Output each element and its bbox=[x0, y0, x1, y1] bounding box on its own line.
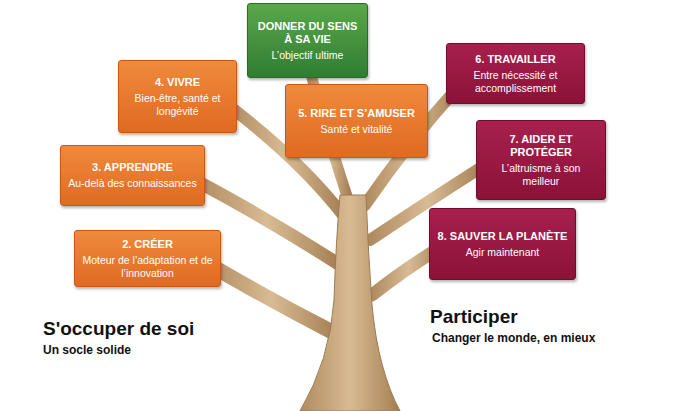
participate-box: 8. SAUVER LA PLANÈTE Agir maintenant bbox=[429, 208, 576, 280]
box-heading: 2. CRÉER bbox=[122, 238, 173, 251]
group-heading: S'occuper de soi bbox=[43, 318, 194, 340]
box-body: Moteur de l’adaptation et de l’innovatio… bbox=[81, 254, 214, 279]
self-box: 4. VIVRE Bien-être, santé et longévité bbox=[118, 60, 237, 133]
box-heading: 3. APPRENDRE bbox=[92, 161, 173, 174]
box-heading: 6. TRAVAILLER bbox=[475, 53, 555, 66]
self-box: 2. CRÉER Moteur de l’adaptation et de l’i… bbox=[74, 230, 221, 287]
participate-box: 6. TRAVAILLER Entre nécessité et accompli… bbox=[446, 43, 585, 104]
box-body: Au-delà des connaissances bbox=[68, 177, 196, 190]
box-heading: 5. RIRE ET S’AMUSER bbox=[298, 107, 415, 120]
box-body: Entre nécessité et accomplissement bbox=[453, 69, 578, 94]
group-subheading: Un socle solide bbox=[43, 343, 131, 357]
box-body: L’altruisme à son meilleur bbox=[483, 162, 599, 187]
box-body: L’objectif ultime bbox=[272, 49, 344, 62]
box-body: Bien-être, santé et longévité bbox=[125, 92, 230, 117]
group-heading: Participer bbox=[430, 306, 518, 328]
box-body: Santé et vitalité bbox=[321, 123, 393, 136]
self-box: 5. RIRE ET S’AMUSER Santé et vitalité bbox=[285, 84, 428, 158]
group-subheading: Changer le monde, en mieux bbox=[432, 331, 595, 345]
box-heading: DONNER DU SENS À SA VIE bbox=[254, 20, 361, 46]
self-box: 3. APPRENDRE Au-delà des connaissances bbox=[60, 145, 205, 206]
box-heading: 8. SAUVER LA PLANÈTE bbox=[438, 230, 568, 243]
participate-box: 7. AIDER ET PROTÉGER L’altruisme à son me… bbox=[476, 120, 606, 200]
box-heading: 7. AIDER ET PROTÉGER bbox=[483, 133, 599, 159]
box-heading: 4. VIVRE bbox=[155, 76, 200, 89]
box-body: Agir maintenant bbox=[466, 246, 540, 259]
goal-box: DONNER DU SENS À SA VIE L’objectif ultime bbox=[247, 3, 368, 78]
